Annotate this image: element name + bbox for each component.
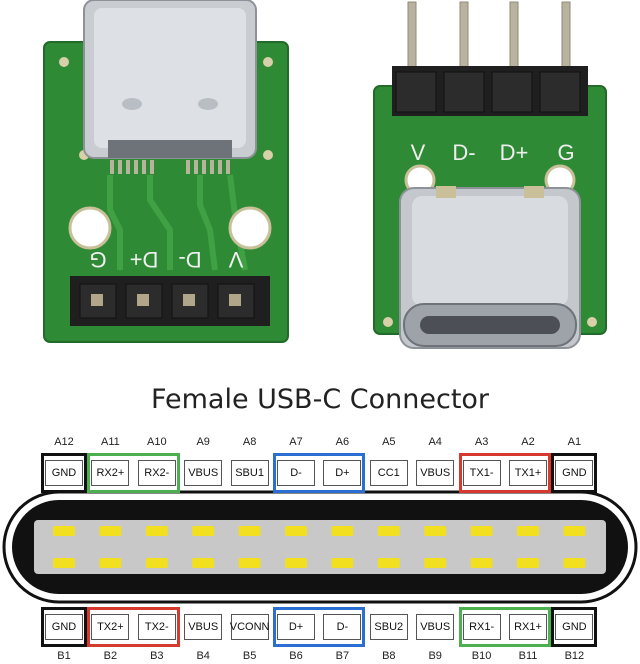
top-gnd-group-right [551, 453, 598, 493]
top-pin-number: A6 [335, 436, 350, 448]
contact-pad [53, 526, 75, 536]
bottom-data-group [273, 607, 366, 647]
top-tx1-group [458, 453, 551, 493]
bottom-pin-number: B1 [57, 650, 71, 662]
bottom-pin-number: B5 [242, 650, 257, 662]
bottom-contact-row [53, 558, 586, 568]
top-gnd-group-left [41, 453, 87, 493]
left-label-dminus: D- [178, 247, 201, 272]
contact-pad [470, 558, 493, 568]
contact-pad [377, 526, 400, 536]
top-signal-box: VBUS [416, 460, 455, 486]
bottom-signal-box: VBUS [416, 614, 455, 640]
top-rx2-group [87, 453, 180, 493]
right-label-dplus: D+ [500, 140, 529, 165]
bottom-gnd-group-right [551, 607, 598, 647]
top-pin-number: A7 [289, 436, 303, 448]
top-signal-box: GND [45, 460, 83, 486]
bottom-signal-box: D+ [277, 614, 315, 640]
left-label-dplus: D+ [130, 247, 159, 272]
contact-pad [517, 558, 539, 568]
top-pin-number: A12 [54, 436, 74, 448]
right-label-dminus: D- [452, 140, 475, 165]
left-label-g: G [89, 247, 106, 272]
contact-pad [53, 558, 75, 568]
contact-pad [517, 526, 539, 536]
left-label-v: V [228, 247, 243, 272]
usb-c-connector-outline [2, 490, 638, 604]
right-label-v: V [411, 140, 426, 165]
contact-pad [470, 526, 493, 536]
bottom-signal-box: VBUS [184, 614, 223, 640]
contact-pad [377, 558, 400, 568]
contact-pad [238, 558, 261, 568]
top-pin-number: A1 [567, 436, 582, 448]
top-signal-box: SBU1 [230, 460, 269, 486]
top-signal-box: VBUS [184, 460, 223, 486]
bottom-pin-number: B2 [103, 650, 118, 662]
bottom-signal-box: TX2+ [91, 614, 130, 640]
bottom-pin-number: B4 [196, 650, 210, 662]
top-signal-box: GND [555, 460, 594, 486]
top-pin-number: A10 [147, 436, 167, 448]
top-pin-number: A9 [196, 436, 210, 448]
top-pin-number: A5 [382, 436, 396, 448]
contact-pad [285, 558, 307, 568]
bottom-pin-number: B12 [564, 650, 585, 662]
top-signal-box: TX1- [462, 460, 501, 486]
top-contact-row [53, 526, 586, 536]
bottom-pin-number: B3 [150, 650, 164, 662]
contact-pad [563, 558, 586, 568]
bottom-signal-box: D- [323, 614, 362, 640]
bottom-signal-box: RX1+ [509, 614, 547, 640]
top-pin-number: A11 [101, 436, 120, 448]
bottom-signal-box: TX2- [137, 614, 176, 640]
contact-pad [145, 526, 168, 536]
bottom-pin-number: B7 [335, 650, 350, 662]
bottom-rx1-group [458, 607, 551, 647]
top-data-group [273, 453, 366, 493]
contact-pad [145, 558, 168, 568]
contact-pad [192, 558, 215, 568]
bottom-signal-box: GND [555, 614, 594, 640]
contact-pad [424, 558, 447, 568]
product-photos: G D+ D- V V D- D+ G [43, 0, 607, 349]
bottom-pin-number: B9 [428, 650, 442, 662]
bottom-pin-number: B8 [382, 650, 396, 662]
contact-pad [192, 526, 215, 536]
right-breakout-board: V D- D+ G [373, 1, 607, 349]
top-signal-box: D- [277, 460, 315, 486]
right-label-g: G [557, 140, 574, 165]
top-pin-number: A3 [474, 436, 489, 448]
bottom-pin-number: B6 [289, 650, 303, 662]
bottom-tx2-group [87, 607, 180, 647]
bottom-pin-number: B11 [518, 650, 538, 662]
left-breakout-board: G D+ D- V [43, 0, 289, 343]
diagram-title: Female USB-C Connector [150, 384, 490, 415]
top-signal-box: CC1 [369, 460, 408, 486]
top-signal-box: D+ [323, 460, 362, 486]
bottom-pin-number: B10 [471, 650, 492, 662]
contact-pad [331, 558, 354, 568]
contact-pad [563, 526, 586, 536]
top-pin-number: A8 [242, 436, 257, 448]
contact-pad [285, 526, 307, 536]
top-signal-box: RX2+ [91, 460, 130, 486]
contact-pad [238, 526, 261, 536]
top-signal-box: TX1+ [509, 460, 547, 486]
bottom-signal-box: SBU2 [369, 614, 408, 640]
contact-pad [99, 558, 122, 568]
bottom-signal-box: VCONN [230, 614, 269, 640]
top-pin-number: A4 [428, 436, 442, 448]
contact-pad [424, 526, 447, 536]
bottom-gnd-group-left [41, 607, 87, 647]
top-signal-box: RX2- [137, 460, 176, 486]
contact-pad [99, 526, 122, 536]
bottom-signal-box: GND [45, 614, 83, 640]
bottom-signal-box: RX1- [462, 614, 501, 640]
top-pin-number: A2 [521, 436, 535, 448]
contact-pad [331, 526, 354, 536]
